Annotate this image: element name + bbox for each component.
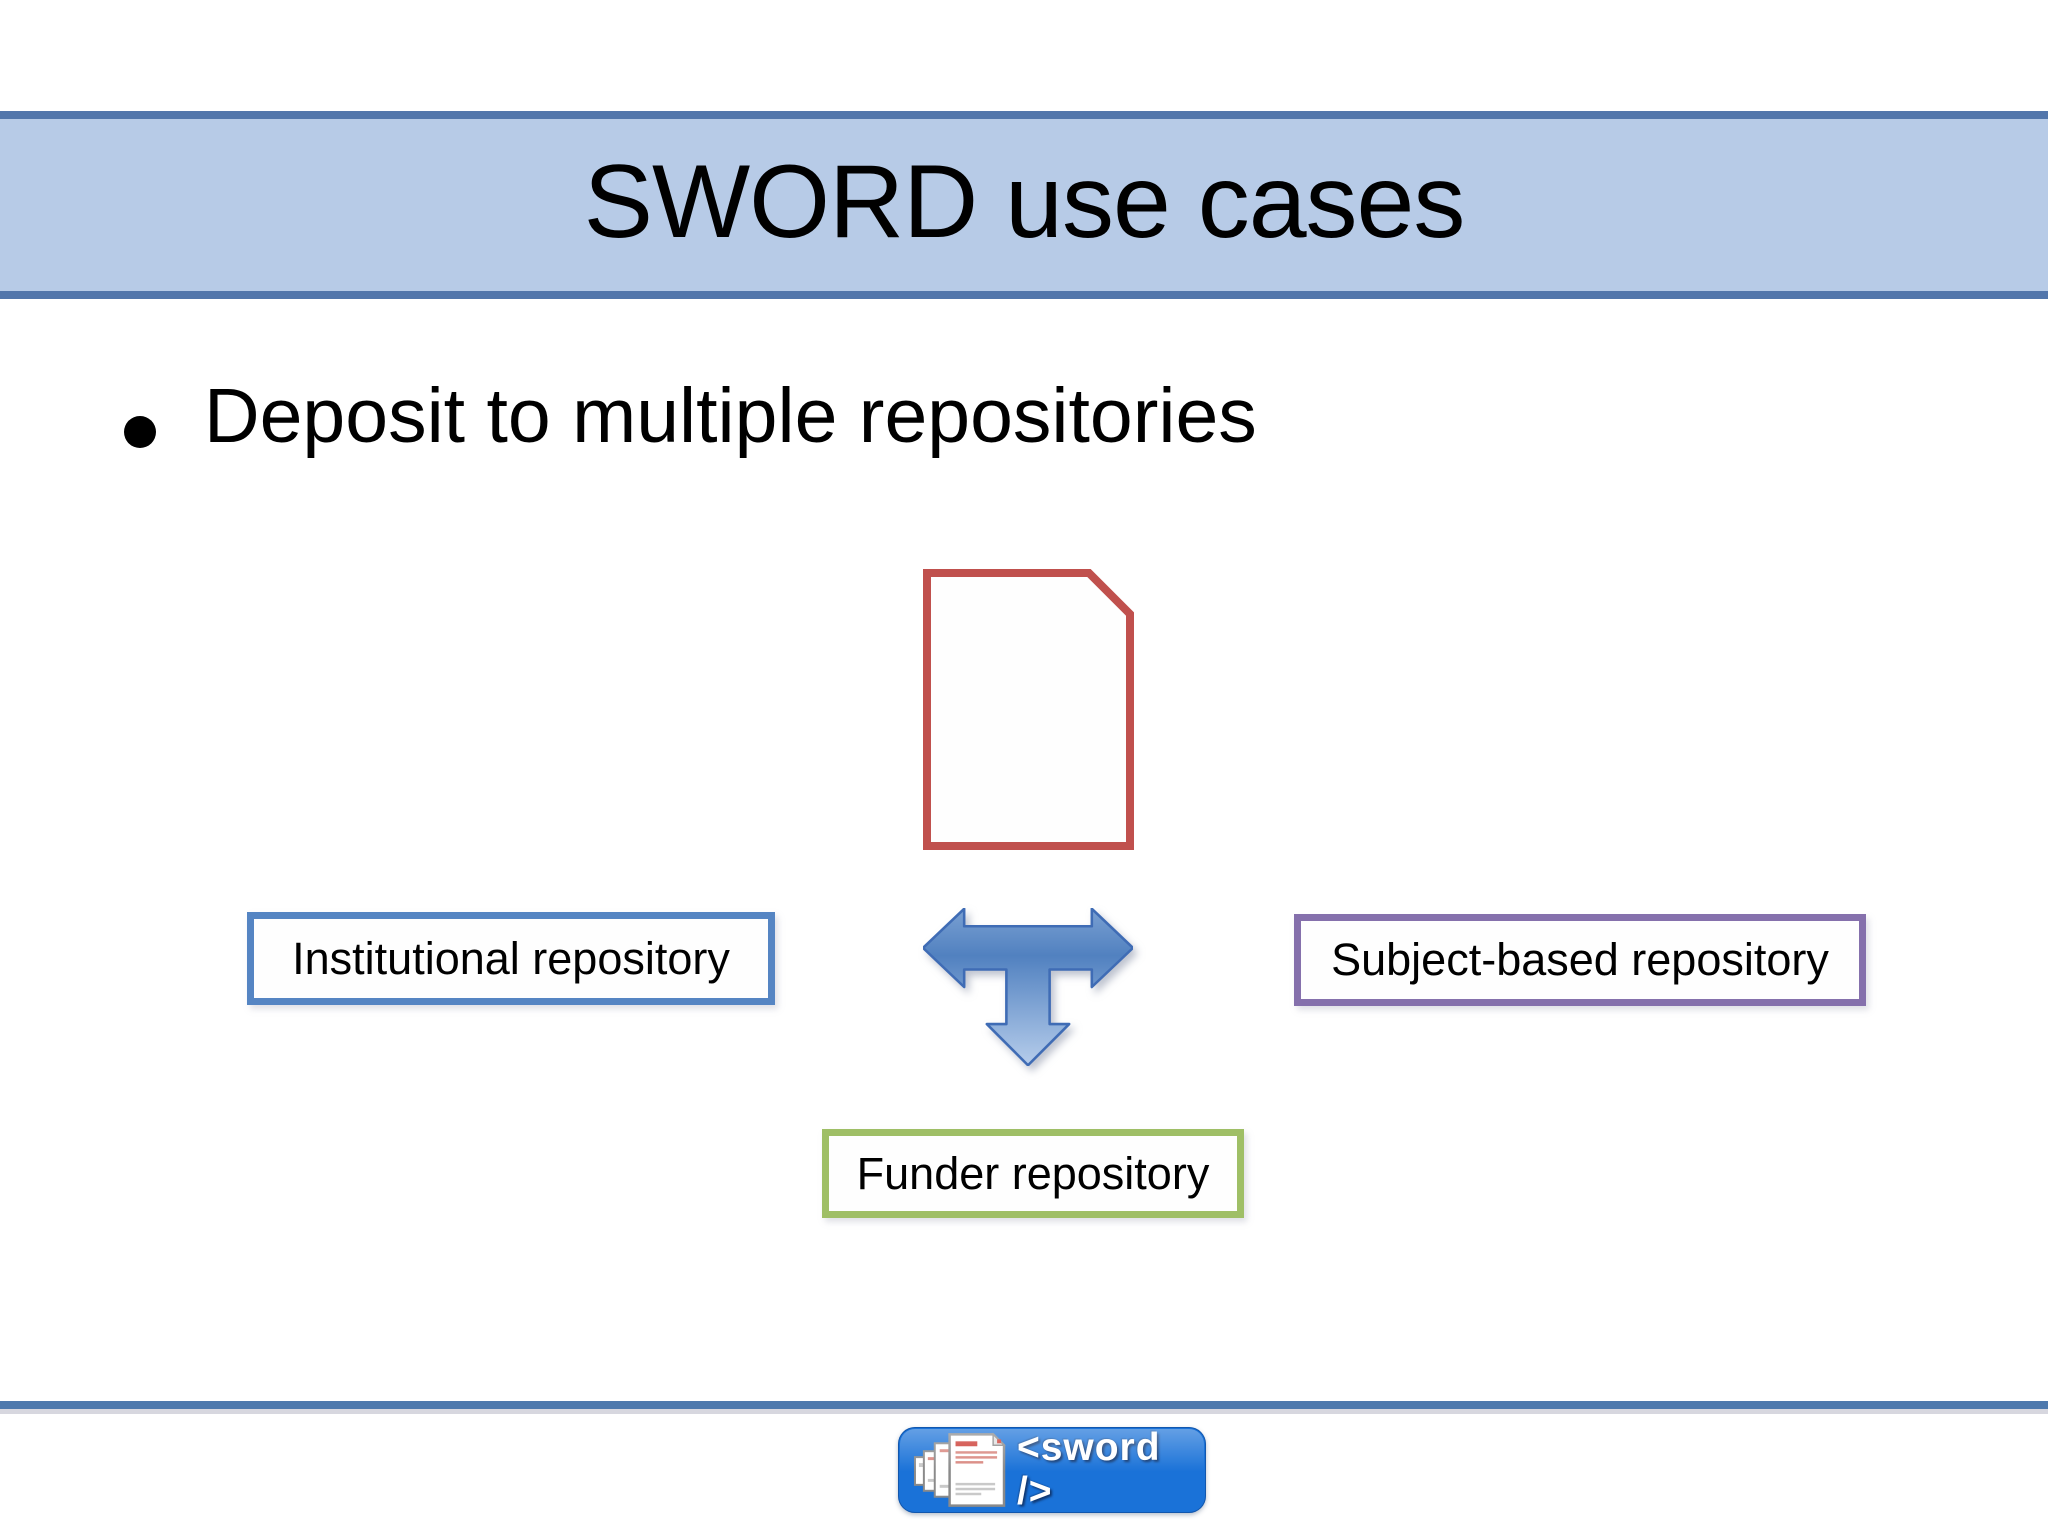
box-funder-repository: Funder repository [822, 1129, 1244, 1218]
box-subject-based-repository: Subject-based repository [1294, 914, 1866, 1006]
document-outline [923, 569, 1134, 850]
box-funder-label: Funder repository [856, 1147, 1210, 1199]
sword-logo: <sword /> [898, 1426, 1206, 1513]
box-institutional-label: Institutional repository [292, 932, 730, 984]
footer-rule [0, 1401, 2048, 1409]
arrow-shape [923, 908, 1133, 1066]
box-institutional-repository: Institutional repository [247, 912, 775, 1005]
bullet-icon [124, 416, 156, 448]
document-icon [923, 569, 1134, 850]
footer-rule-shadow [0, 1409, 2048, 1414]
slide-title-bar: SWORD use cases [0, 111, 2048, 299]
page-title: SWORD use cases [583, 144, 1466, 260]
left-right-down-arrow-icon [923, 908, 1133, 1066]
stacked-documents-icon [913, 1432, 1006, 1507]
sword-logo-label: <sword /> [1016, 1426, 1161, 1513]
box-subject-label: Subject-based repository [1331, 934, 1829, 985]
bullet-text: Deposit to multiple repositories [204, 373, 1257, 459]
